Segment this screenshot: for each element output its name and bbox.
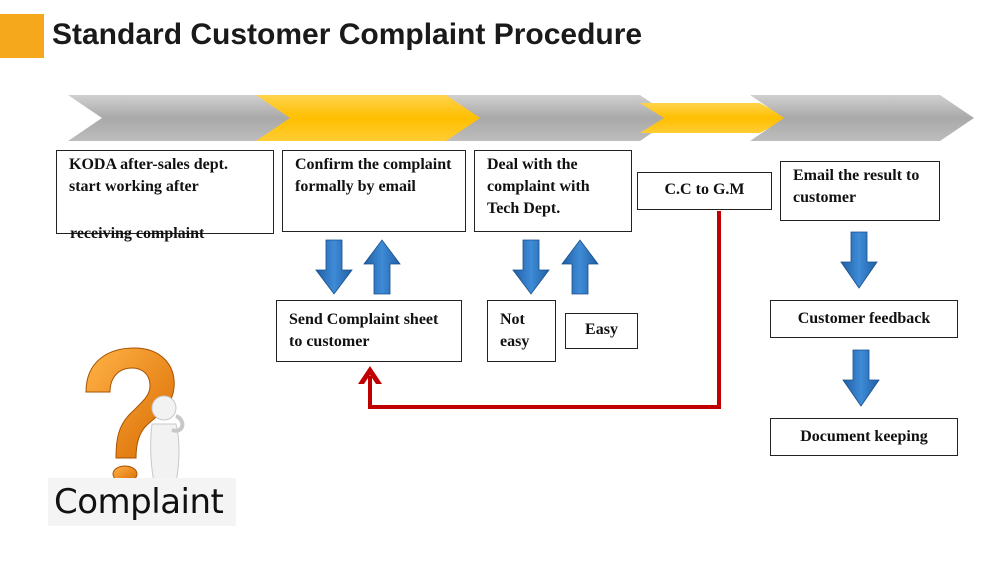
process-chevron-1 [68, 95, 296, 141]
step-start-box: KODA after-sales dept. start working aft… [56, 150, 274, 234]
up-arrow-icon [363, 239, 401, 295]
not-easy-box: Not easy [487, 300, 556, 362]
send-sheet-box: Send Complaint sheet to customer [276, 300, 462, 362]
step-cc-box: C.C to G.M [637, 172, 772, 210]
step-confirm-box: Confirm the complaint formally by email [282, 150, 466, 232]
up-arrow-icon [561, 239, 599, 295]
step-email-box: Email the result to customer [780, 161, 940, 221]
process-chevron-2 [256, 95, 484, 141]
customer-feedback-box: Customer feedback [770, 300, 958, 338]
question-mark-figure-icon [85, 347, 185, 483]
easy-box: Easy [565, 313, 638, 349]
title-accent-bar [0, 14, 44, 58]
down-arrow-icon [842, 349, 880, 407]
complaint-caption: Complaint [48, 478, 236, 526]
down-arrow-icon [840, 231, 878, 289]
step-start-line-2: start working after [69, 178, 199, 195]
step-start-line-1: KODA after-sales dept. [69, 156, 228, 173]
return-arrow [368, 211, 721, 409]
down-arrow-icon [512, 239, 550, 295]
step-start-line-3: receiving complaint [70, 225, 205, 242]
process-chevron-4 [640, 103, 788, 133]
return-arrowhead-icon [358, 366, 382, 384]
down-arrow-icon [315, 239, 353, 295]
process-chevron-5 [750, 95, 974, 141]
page-title: Standard Customer Complaint Procedure [52, 18, 643, 51]
process-chevron-3 [446, 95, 674, 141]
document-keeping-box: Document keeping [770, 418, 958, 456]
step-deal-box: Deal with the complaint with Tech Dept. [474, 150, 632, 232]
